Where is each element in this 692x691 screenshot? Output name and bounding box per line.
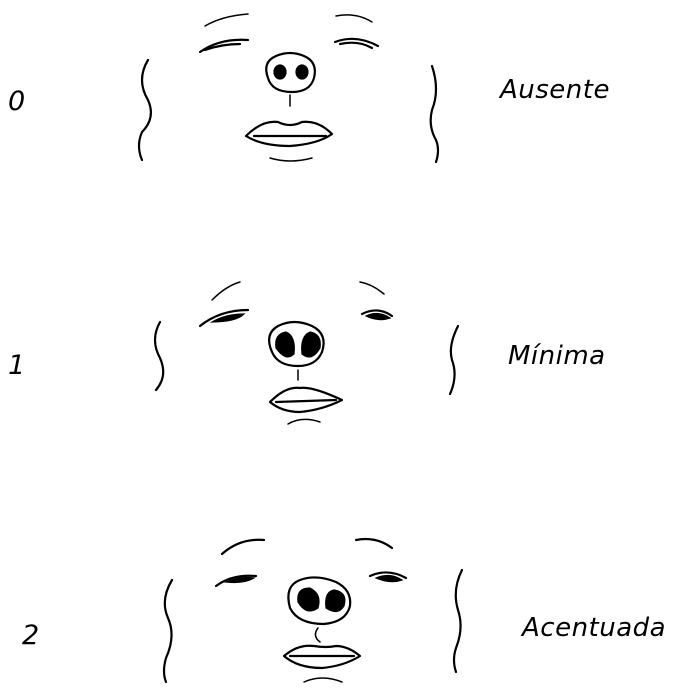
face-contour-left — [164, 580, 172, 682]
face-2-drawing — [0, 460, 692, 690]
nostril-right — [296, 65, 308, 79]
eye-right-shade — [376, 575, 402, 581]
chin-line — [288, 419, 320, 424]
face-contour-right — [431, 66, 438, 162]
chin-line — [304, 678, 342, 682]
face-contour-right — [450, 326, 458, 394]
mouth-line — [276, 400, 336, 402]
face-0-drawing — [0, 0, 692, 230]
forehead-line-right — [356, 539, 392, 548]
nostril-right — [302, 332, 321, 357]
forehead-line-right — [336, 15, 372, 22]
eye-right-shade — [366, 313, 390, 319]
mouth-outline — [246, 122, 332, 146]
row-1: 1 Mínima — [0, 230, 692, 460]
face-contour-left — [155, 322, 163, 390]
forehead-line-left — [205, 14, 248, 26]
row-0: 0 Ausente — [0, 0, 692, 230]
forehead-line-left — [212, 282, 240, 300]
nostril-left — [274, 65, 286, 79]
face-contour-left — [139, 60, 151, 160]
nostril-left — [276, 332, 295, 357]
philtrum — [315, 628, 320, 642]
chin-line — [270, 158, 312, 161]
face-1-drawing — [0, 230, 692, 460]
nostril-left — [298, 588, 319, 611]
forehead-line-left — [222, 540, 264, 554]
row-2: 2 Acentuada — [0, 460, 692, 690]
forehead-line-right — [360, 282, 384, 294]
face-contour-right — [454, 570, 462, 672]
eye-right-inner — [340, 43, 372, 48]
nostril-right — [326, 590, 345, 612]
